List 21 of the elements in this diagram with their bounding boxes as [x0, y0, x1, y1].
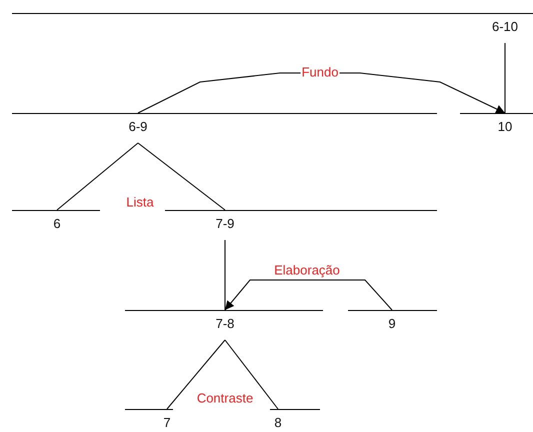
span-label: 7-8: [216, 316, 234, 332]
relation-label: Lista: [125, 194, 155, 210]
span-label: 6: [53, 216, 61, 232]
span-label: 7: [163, 415, 171, 431]
connector-line: [224, 340, 278, 410]
edge-label: Fundo: [300, 64, 340, 80]
connector-line: [504, 42, 506, 114]
span-label: 9: [388, 316, 396, 332]
span-label: 6-9: [128, 119, 148, 135]
connector-line: [138, 142, 226, 210]
edge-label: Elaboração: [273, 262, 341, 278]
span-label: 10: [498, 119, 512, 135]
relation-label: Contraste: [196, 390, 254, 406]
span-label: 8: [274, 415, 282, 431]
span-label: 6-10: [492, 19, 518, 35]
connector-line: [166, 340, 226, 410]
arrow: [138, 72, 506, 114]
arrow: [224, 280, 392, 310]
connector-line: [224, 240, 226, 310]
span-label: 7-9: [216, 216, 234, 232]
connector-line: [56, 142, 138, 210]
